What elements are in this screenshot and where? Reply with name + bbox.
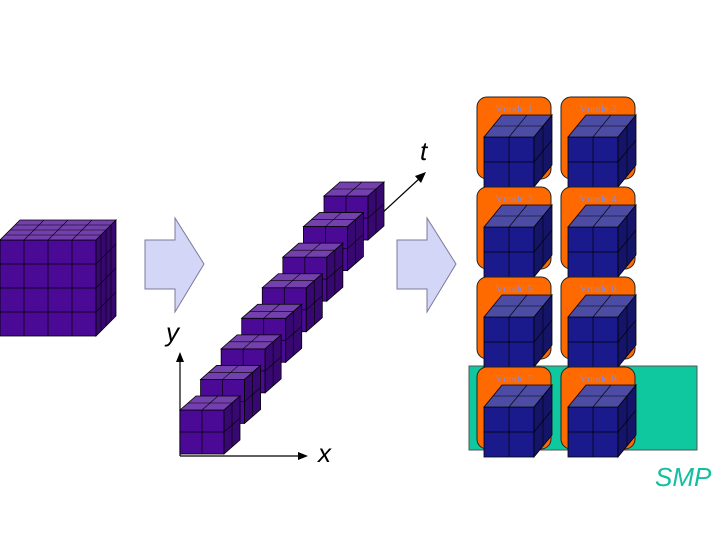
vnode-label: Vnode 7 <box>495 373 533 385</box>
vnode-5: Vnode 5 <box>476 276 553 369</box>
vnode-cube <box>483 203 553 279</box>
time-slices <box>178 181 386 455</box>
vnode-cube <box>483 383 553 459</box>
vnode-cube <box>567 293 637 369</box>
vnode-cube <box>567 383 637 459</box>
vnode-3: Vnode 3 <box>476 186 553 279</box>
right-arrow-icon <box>396 216 457 314</box>
vnode-6: Vnode 6 <box>560 276 637 369</box>
vnode-cube <box>567 113 637 189</box>
vnode-2: Vnode 2 <box>560 96 637 189</box>
vnode-8: Vnode 8 <box>560 366 637 459</box>
axes: y x t <box>164 136 429 468</box>
vnode-label: Vnode 2 <box>579 103 617 115</box>
vnode-4: Vnode 4 <box>560 186 637 279</box>
vnode-cube <box>483 113 553 189</box>
vnode-label: Vnode 6 <box>579 283 617 295</box>
vnode-grid: Vnode 1 Vnode 2 Vnode 3 Vnode 4 Vnode 5 Vnode… <box>476 96 637 459</box>
lattice-block <box>0 219 117 337</box>
vnode-label: Vnode 5 <box>495 283 533 295</box>
y-axis-label: y <box>164 317 181 347</box>
vnode-7: Vnode 7 <box>476 366 553 459</box>
vnode-label: Vnode 8 <box>579 373 617 385</box>
vnode-label: Vnode 4 <box>579 193 617 205</box>
smp-label: SMP <box>655 462 712 492</box>
t-axis-label: t <box>420 136 429 166</box>
right-arrow-icon <box>144 216 205 314</box>
vnode-cube <box>567 203 637 279</box>
vnode-cube <box>483 293 553 369</box>
vnode-label: Vnode 1 <box>495 103 533 115</box>
lattice-cube <box>0 219 117 337</box>
vnode-1: Vnode 1 <box>476 96 553 189</box>
vnode-label: Vnode 3 <box>495 193 533 205</box>
time-slice-1 <box>178 395 242 455</box>
x-axis-label: x <box>316 438 332 468</box>
